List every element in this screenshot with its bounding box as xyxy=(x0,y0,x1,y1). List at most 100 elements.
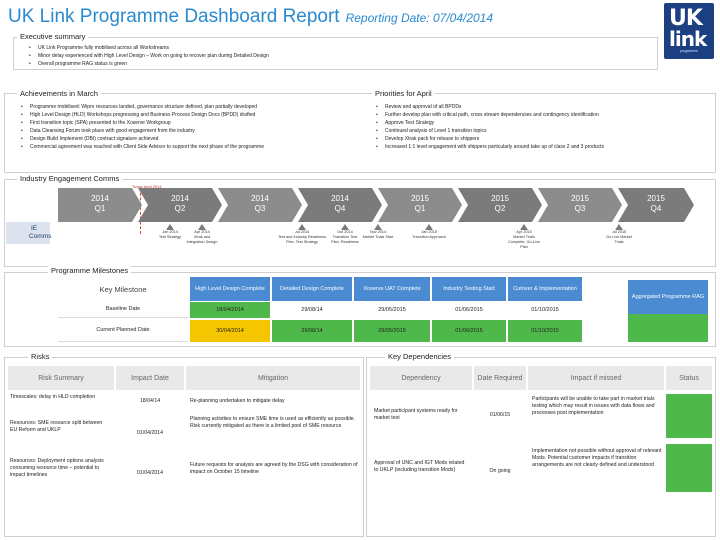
risks-label: Risks xyxy=(28,352,53,361)
dependency-text: Approval of UNC and IGT Mods related to … xyxy=(374,460,465,473)
risk-mitigation: Future requests for analysis are agreed … xyxy=(190,462,358,475)
dependency-status-green xyxy=(666,444,712,492)
list-item: Programme mobilised: Wipro resources lan… xyxy=(20,103,360,111)
today-label: Today April 2014 xyxy=(132,184,162,189)
executive-summary-label: Executive summary xyxy=(17,32,89,41)
list-item: Develop Xtrak pack for release to shippe… xyxy=(375,135,710,143)
milestone-value: 29/08/14 xyxy=(272,320,352,342)
list-item: Increased 1:1 level engagement with ship… xyxy=(375,143,710,151)
ie-milestone: Jul 2014 Test and Industry Readiness Pla… xyxy=(276,224,328,245)
milestone-value: 01/10/2015 xyxy=(508,320,582,342)
milestone-value: 01/06/2015 xyxy=(432,320,506,342)
uk-link-logo: UK link programme xyxy=(664,3,714,59)
milestone-triangle-icon xyxy=(520,224,528,230)
aggregated-rag-header: Aggregated Programme RAG xyxy=(628,280,708,314)
achievements-priorities-box xyxy=(4,93,716,173)
dependency-date: On going xyxy=(489,468,511,474)
milestone-col-header: Industry Testing Start xyxy=(432,277,506,301)
status-header: Status xyxy=(666,366,712,390)
ie-milestone: Apr 2015 Market Trials Complete, Go-Live… xyxy=(505,224,543,250)
dependencies-box xyxy=(366,357,716,537)
risk-summary: Timescales: delay in HLD completion xyxy=(10,394,96,400)
milestone-value: 30/04/2014 xyxy=(190,320,270,342)
milestone-value: 18/04/2014 xyxy=(190,302,270,318)
list-item: Continued analysis of Level 1 transition… xyxy=(375,127,710,135)
mitigation-header: Mitigation xyxy=(186,366,360,390)
dependency-impact: Participants will be unable to take part… xyxy=(532,396,655,416)
list-item: Commercial agreement was reached with Cl… xyxy=(20,143,360,151)
risk-impact-date: 01/04/2014 xyxy=(137,430,163,436)
programme-milestones-box xyxy=(4,272,716,347)
priorities-label: Priorities for April xyxy=(372,89,435,98)
list-item: First transition topic (SPA) presented t… xyxy=(20,119,360,127)
milestone-triangle-icon xyxy=(298,224,306,230)
milestone-row-label: Baseline Date xyxy=(58,302,188,318)
achievements-label: Achievements in March xyxy=(17,89,101,98)
title-text: UK Link Programme Dashboard Report xyxy=(8,6,340,27)
risk-summary: Resources: Deployment options analysis c… xyxy=(10,458,104,478)
dependency-status-green xyxy=(666,394,712,438)
today-marker-line xyxy=(140,188,141,234)
logo-line2: link xyxy=(669,27,707,51)
ie-milestone: Jul 2015 Go Live Market Trials xyxy=(602,224,636,245)
milestone-row-label: Current Planned Date xyxy=(58,320,188,342)
list-item: Further develop plan with critical path,… xyxy=(375,111,710,119)
milestone-col-header: Xoserve UAT Complete xyxy=(354,277,430,301)
milestone-triangle-icon xyxy=(615,224,623,230)
risk-impact-date: 18/04/14 xyxy=(139,398,161,404)
milestone-value: 01/10/2015 xyxy=(508,302,582,318)
milestone-value: 29/05/2015 xyxy=(354,302,430,318)
milestone-col-header: Detailed Design Complete xyxy=(272,277,352,301)
impact-if-missed-header: Impact if missed xyxy=(528,366,664,390)
list-item: UK Link Programme fully mobilised across… xyxy=(28,44,648,52)
list-item: Approve Test Strategy xyxy=(375,119,710,127)
date-required-header: Date Required xyxy=(474,366,526,390)
risk-mitigation: Planning activities to ensure SME time i… xyxy=(190,416,356,429)
logo-line1: UK xyxy=(669,6,703,31)
risk-summary: Resources: SME resource split between EU… xyxy=(10,420,103,433)
dependencies-label: Key Dependencies xyxy=(385,352,454,361)
milestone-triangle-icon xyxy=(374,224,382,230)
programme-milestones-label: Programme Milestones xyxy=(48,266,132,275)
key-milestone-header: Key Milestone xyxy=(58,277,188,301)
ie-milestone: Apr 2014 Xtrak and Integration Design xyxy=(185,224,219,245)
executive-summary-box xyxy=(13,37,658,70)
risks-box xyxy=(4,357,364,537)
aggregated-rag-status xyxy=(628,314,708,342)
impact-date-header: Impact Date xyxy=(116,366,184,390)
milestone-col-header: Cutover & Implementation xyxy=(508,277,582,301)
achievements-list: Programme mobilised: Wipro resources lan… xyxy=(20,103,360,151)
milestone-col-header: High Level Design Complete xyxy=(190,277,270,301)
milestone-triangle-icon xyxy=(166,224,174,230)
list-item: Review and approval of all BPDDs xyxy=(375,103,710,111)
list-item: Minor delay experienced with High Level … xyxy=(28,52,648,60)
milestone-value: 29/08/14 xyxy=(272,302,352,318)
dependency-header: Dependency xyxy=(370,366,472,390)
milestone-triangle-icon xyxy=(425,224,433,230)
list-item: Data Cleansing Forum took place with goo… xyxy=(20,127,360,135)
list-item: Design Build Implement (DBI) contract si… xyxy=(20,135,360,143)
priorities-list: Review and approval of all BPDDs Further… xyxy=(375,103,710,151)
industry-engagement-box xyxy=(4,179,716,267)
ie-milestone: Jan 2014 Test Strategy xyxy=(155,224,185,240)
list-item: Overall programme RAG status is green xyxy=(28,60,648,68)
reporting-date: Reporting Date: 07/04/2014 xyxy=(345,11,494,25)
page-title: UK Link Programme Dashboard Report Report… xyxy=(8,6,493,28)
executive-summary-list: UK Link Programme fully mobilised across… xyxy=(28,44,648,68)
dependency-text: Market participant systems ready for mar… xyxy=(374,408,458,421)
milestone-value: 01/06/2015 xyxy=(432,302,506,318)
industry-engagement-label: Industry Engagement Comms xyxy=(17,174,123,183)
risk-mitigation: Re-planning undertaken to mitigate delay xyxy=(190,398,285,404)
risk-impact-date: 01/04/2014 xyxy=(137,470,163,476)
milestone-value: 29/05/2015 xyxy=(354,320,430,342)
dependency-impact: Implementation not possible without appr… xyxy=(532,448,662,468)
